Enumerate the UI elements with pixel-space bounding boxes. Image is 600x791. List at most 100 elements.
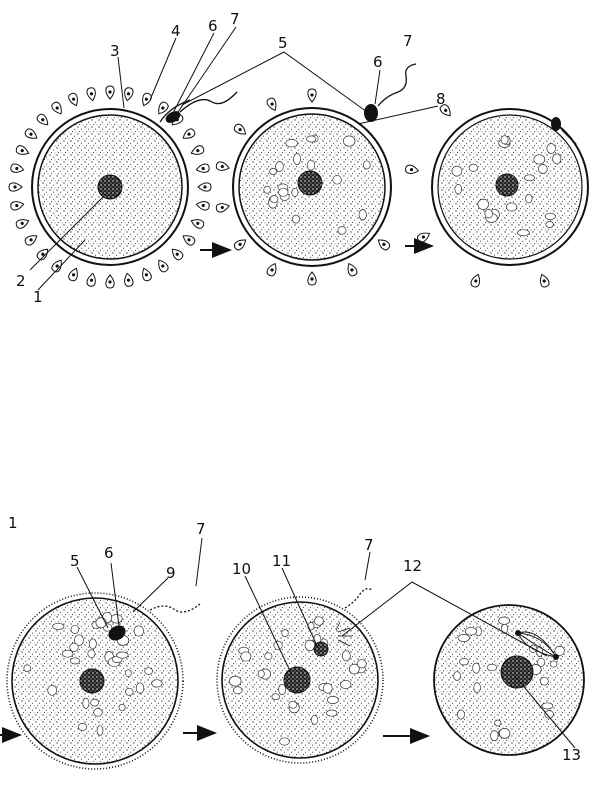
follicle-cell xyxy=(142,267,152,282)
granule xyxy=(61,649,74,658)
label-10: 10 xyxy=(232,560,251,578)
granule xyxy=(124,669,132,678)
granule xyxy=(486,663,498,672)
granule xyxy=(69,642,79,652)
fertilization-membrane xyxy=(431,108,589,266)
granule xyxy=(293,153,301,165)
granule xyxy=(348,663,360,675)
granule xyxy=(307,622,315,631)
cortical-granules xyxy=(451,135,562,237)
follicle-cell xyxy=(233,239,247,251)
granule xyxy=(264,652,273,661)
granule xyxy=(524,174,535,182)
follicle-cell xyxy=(405,164,420,174)
follicle-cell xyxy=(105,274,115,289)
granule xyxy=(356,659,367,669)
labels-bottom: 5 6 7 9 10 11 7 12 13 xyxy=(70,520,581,764)
granule xyxy=(271,693,280,701)
cortical-granules xyxy=(229,616,367,746)
granule xyxy=(278,683,286,696)
granule xyxy=(544,710,554,719)
follicle-cell xyxy=(36,113,49,126)
follicle-cells-ring-1 xyxy=(8,85,212,289)
granule xyxy=(468,163,478,172)
follicle-cell xyxy=(190,145,205,155)
granule xyxy=(77,723,88,731)
granule xyxy=(74,634,84,646)
granule xyxy=(118,703,126,712)
granule xyxy=(544,212,556,220)
zygote-nucleus xyxy=(500,655,534,689)
granule xyxy=(457,634,470,642)
granule xyxy=(87,649,96,659)
granule xyxy=(304,639,316,651)
granule xyxy=(116,651,129,659)
granule xyxy=(550,660,558,668)
follicle-cell xyxy=(197,182,212,192)
granule xyxy=(229,675,242,687)
label-7: 7 xyxy=(196,520,206,538)
sperm-tail xyxy=(344,588,373,609)
follicle-cell xyxy=(86,87,96,102)
granule xyxy=(232,686,243,695)
granule xyxy=(263,185,271,194)
follicle-cell xyxy=(377,239,391,251)
granule xyxy=(451,165,463,177)
granule xyxy=(314,616,324,626)
granule xyxy=(501,623,509,635)
egg-cell-stage-2 xyxy=(215,63,417,286)
label-5: 5 xyxy=(70,552,80,570)
granule xyxy=(125,687,134,696)
label-8: 8 xyxy=(436,90,446,108)
label-13: 13 xyxy=(562,746,581,764)
granule xyxy=(90,698,99,707)
granule xyxy=(326,709,338,717)
granule xyxy=(490,730,499,742)
fertilization-membrane xyxy=(216,596,384,764)
granule xyxy=(517,229,530,237)
label-5: 5 xyxy=(278,34,288,52)
label-7: 7 xyxy=(230,10,240,28)
label-12: 12 xyxy=(403,557,422,575)
granule xyxy=(537,657,546,667)
egg-cell-stage-1 xyxy=(8,85,238,289)
granule xyxy=(269,195,279,204)
outer-membrane xyxy=(232,107,392,267)
granule xyxy=(96,725,104,736)
granule xyxy=(505,202,518,212)
egg-cell-stage-4 xyxy=(6,592,201,770)
granule xyxy=(459,658,469,666)
granule xyxy=(322,683,333,694)
sperm-head xyxy=(551,117,561,131)
follicle-cell xyxy=(182,128,196,139)
granule xyxy=(545,221,554,228)
granule xyxy=(457,709,465,720)
granule xyxy=(110,614,123,624)
granule xyxy=(269,168,277,175)
granule xyxy=(291,188,299,197)
follicle-cell xyxy=(470,273,481,288)
nucleus xyxy=(97,174,123,200)
granule xyxy=(281,629,289,637)
label-11: 11 xyxy=(272,552,291,570)
follicle-cell xyxy=(266,97,277,112)
granule xyxy=(546,143,556,154)
label-1: 1 xyxy=(33,288,43,306)
granule xyxy=(498,616,510,625)
follicle-cell xyxy=(86,272,96,287)
granule xyxy=(82,697,90,709)
nucleus xyxy=(79,668,105,694)
egg-cell-stage-5 xyxy=(216,588,384,764)
granule xyxy=(135,682,145,694)
sperm-tail xyxy=(149,603,201,613)
granule xyxy=(88,638,97,650)
follicle-cell xyxy=(68,267,78,282)
label-2: 2 xyxy=(16,272,26,290)
granule xyxy=(494,719,502,727)
follicle-cell xyxy=(266,262,277,277)
label-3: 3 xyxy=(110,42,120,60)
granule xyxy=(472,662,481,674)
follicle-cell xyxy=(36,248,49,261)
granule xyxy=(337,226,347,235)
granule xyxy=(278,187,289,197)
